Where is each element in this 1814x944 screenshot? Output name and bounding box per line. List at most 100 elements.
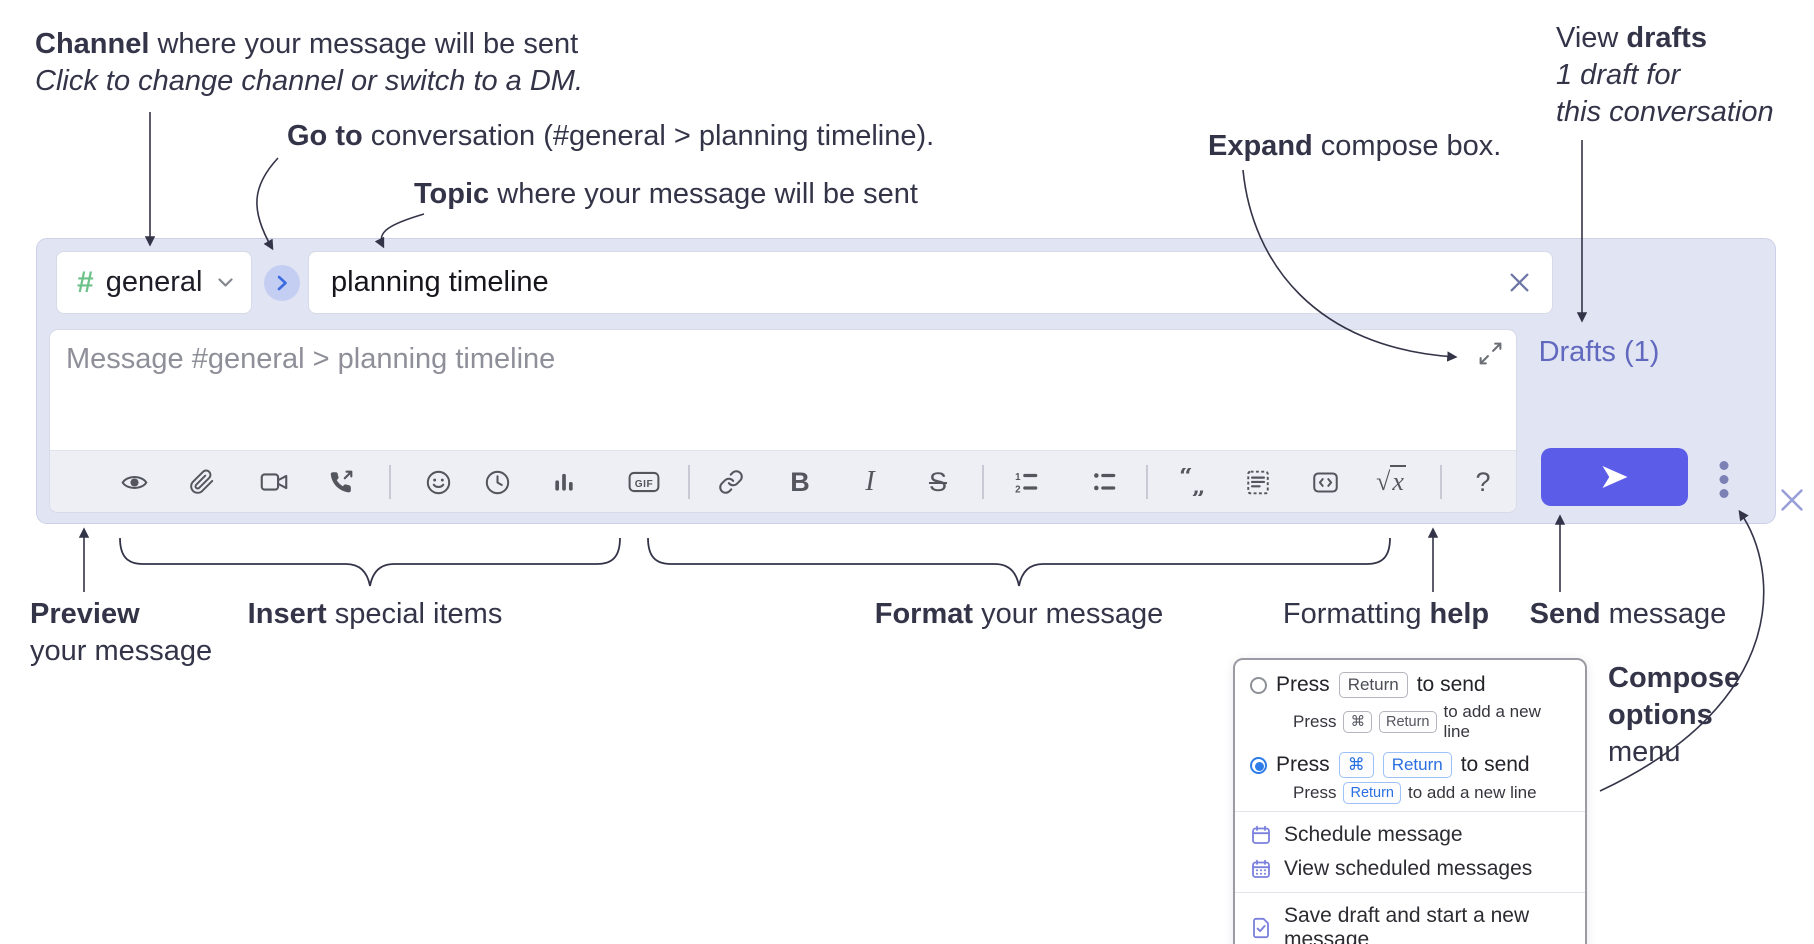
bulleted-list-icon	[1094, 473, 1116, 491]
compose-options-button[interactable]	[1706, 450, 1742, 506]
calendar-grid-icon	[1252, 859, 1270, 878]
svg-text:1: 1	[1015, 472, 1021, 483]
shortcut-hint: Press ⌘ Return to add a new line	[1293, 702, 1541, 741]
expand-compose-button[interactable]	[1473, 336, 1508, 371]
insert-annotation: Insert special items	[247, 598, 503, 630]
chevron-right-icon	[277, 275, 287, 291]
numbered-list-icon: 1 2	[1015, 472, 1038, 495]
view-drafts-annotation: View drafts 1 draft for this conversatio…	[1556, 22, 1774, 128]
video-camera-icon	[260, 473, 288, 491]
quote-icon: “ „	[1179, 468, 1206, 496]
topic-annotation: Topic where your message will be sent	[414, 178, 918, 210]
kbd-return: Return	[1343, 782, 1401, 804]
menu-item-schedule-message[interactable]: Schedule message	[1235, 818, 1585, 852]
channel-hash-icon: #	[77, 265, 94, 299]
shortcut-hint: Press Return to add a new line	[1293, 782, 1537, 804]
phone-call-icon	[330, 470, 352, 492]
close-icon	[1510, 273, 1529, 292]
format-annotation: Format your message	[874, 598, 1164, 630]
math-button[interactable]: √x	[1369, 460, 1413, 504]
menu-item-save-draft[interactable]: Save draft and start a new message	[1235, 899, 1585, 944]
kbd-return: Return	[1378, 711, 1437, 733]
compose-box: # general planning timeline Message #gen…	[36, 238, 1803, 524]
numbered-list-button[interactable]: 1 2	[1005, 460, 1049, 504]
quote-button[interactable]: “ „	[1171, 460, 1215, 504]
video-call-button[interactable]	[252, 460, 296, 504]
channel-name: general	[105, 266, 203, 298]
link-icon	[719, 470, 743, 494]
compose-options-menu: Press Return to send Press ⌘ Return to a…	[1233, 658, 1587, 944]
preview-button[interactable]	[112, 460, 156, 504]
paperclip-icon	[190, 469, 214, 494]
send-annotation: Send message	[1529, 598, 1727, 630]
close-icon	[1781, 489, 1803, 511]
topic-input[interactable]: planning timeline	[308, 251, 1553, 314]
send-button[interactable]	[1541, 448, 1688, 506]
brace-insert	[119, 537, 621, 587]
bold-button[interactable]: B	[778, 460, 822, 504]
brace-format	[647, 537, 1391, 587]
attach-file-button[interactable]	[180, 460, 224, 504]
bulleted-list-button[interactable]	[1083, 460, 1127, 504]
chevron-down-icon	[218, 277, 233, 287]
strikethrough-button[interactable]: S	[916, 460, 960, 504]
drafts-link[interactable]: Drafts (1)	[1538, 336, 1660, 368]
compose-options-annotation: Compose options menu	[1608, 662, 1741, 768]
svg-text:“: “	[1179, 468, 1193, 490]
italic-button[interactable]: I	[848, 460, 892, 504]
toolbar-divider	[688, 465, 690, 499]
poll-button[interactable]	[542, 460, 586, 504]
calendar-icon	[1252, 825, 1270, 844]
menu-divider	[1235, 811, 1585, 812]
compose-toolbar: GIF B I	[50, 450, 1516, 512]
link-button[interactable]	[709, 460, 753, 504]
voice-call-button[interactable]	[318, 460, 362, 504]
svg-text:„: „	[1192, 472, 1206, 496]
send-shortcut-option-return[interactable]: Press Return to send Press ⌘ Return to a…	[1235, 669, 1585, 742]
message-input[interactable]: Message #general > planning timeline	[49, 329, 1517, 513]
topic-value: planning timeline	[331, 266, 549, 298]
menu-item-view-scheduled-messages[interactable]: View scheduled messages	[1235, 852, 1585, 886]
expand-annotation: Expand compose box.	[1208, 130, 1502, 162]
code-button[interactable]	[1303, 460, 1347, 504]
menu-divider	[1235, 892, 1585, 893]
svg-text:GIF: GIF	[635, 479, 653, 490]
draft-check-icon	[1253, 917, 1269, 939]
question-mark-icon: ?	[1475, 466, 1491, 497]
kbd-cmd: ⌘	[1338, 752, 1374, 778]
radio-unselected[interactable]	[1250, 676, 1267, 694]
toolbar-divider	[1146, 465, 1148, 499]
gif-icon: GIF	[628, 471, 660, 493]
code-icon	[1312, 471, 1338, 493]
formatting-help-annotation: Formatting help	[1282, 598, 1490, 630]
channel-annotation: Channel where your message will be sent …	[35, 28, 584, 97]
toolbar-divider	[982, 465, 984, 499]
preview-annotation: Preview your message	[30, 598, 213, 667]
gif-button[interactable]: GIF	[622, 460, 666, 504]
svg-text:2: 2	[1015, 484, 1021, 495]
kbd-cmd: ⌘	[1343, 711, 1372, 733]
arrow-goto	[256, 157, 279, 251]
spoiler-button[interactable]	[1236, 460, 1280, 504]
kbd-return: Return	[1382, 752, 1452, 778]
toolbar-divider	[389, 465, 391, 499]
eye-icon	[120, 475, 148, 489]
schedule-time-button[interactable]	[475, 460, 519, 504]
goto-annotation: Go to conversation (#general > planning …	[287, 120, 935, 152]
radio-selected[interactable]	[1250, 756, 1267, 774]
kbd-return: Return	[1338, 672, 1408, 698]
go-to-conversation-button[interactable]	[264, 265, 300, 301]
emoji-button[interactable]	[416, 460, 460, 504]
formatting-help-button[interactable]: ?	[1461, 460, 1505, 504]
send-icon	[1602, 466, 1627, 488]
expand-icon	[1479, 342, 1502, 365]
channel-selector[interactable]: # general	[56, 251, 252, 314]
smiley-icon	[426, 470, 450, 494]
toolbar-divider	[1440, 465, 1442, 499]
clear-topic-button[interactable]	[1503, 266, 1536, 299]
send-shortcut-option-cmd-return[interactable]: Press ⌘ Return to send Press Return to a…	[1235, 749, 1585, 804]
bar-chart-icon	[555, 473, 573, 491]
close-compose-button[interactable]	[1773, 481, 1811, 519]
spoiler-icon	[1247, 470, 1269, 494]
